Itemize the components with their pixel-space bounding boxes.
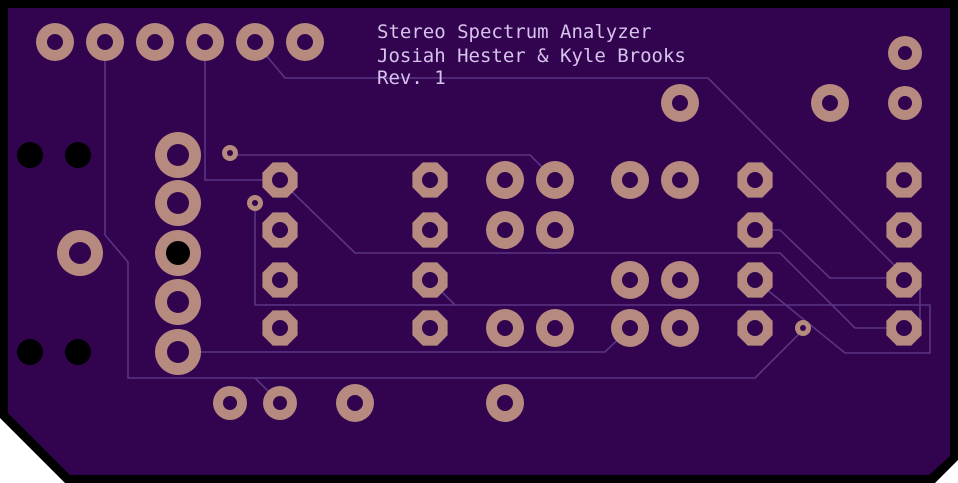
pad-hole: [422, 320, 438, 336]
pad-hole: [422, 222, 438, 238]
pad-hole: [896, 320, 912, 336]
drill-hole: [65, 142, 91, 168]
pad-hole: [97, 34, 113, 50]
pad-hole: [223, 396, 237, 410]
pad-hole: [272, 272, 288, 288]
pad-hole: [297, 34, 313, 50]
pad-hole: [622, 272, 638, 288]
pad-hole: [497, 320, 513, 336]
pad-hole: [167, 341, 189, 363]
pad-hole: [896, 172, 912, 188]
drill-hole: [166, 241, 190, 265]
pad-hole: [147, 34, 163, 50]
trace: [254, 205, 931, 354]
pad-hole: [272, 320, 288, 336]
pad-hole: [547, 172, 563, 188]
pad-hole: [672, 320, 688, 336]
pad-hole: [167, 291, 189, 313]
pad-hole: [622, 320, 638, 336]
silkscreen: Stereo Spectrum Analyzer Josiah Hester &…: [377, 21, 686, 89]
pad-hole: [422, 172, 438, 188]
pad-hole: [497, 222, 513, 238]
pad-hole: [747, 172, 763, 188]
pad-hole: [898, 46, 912, 60]
pad-holes: [47, 34, 912, 411]
pad-hole: [622, 172, 638, 188]
pad-hole: [547, 320, 563, 336]
pad-hole: [896, 222, 912, 238]
drill-hole: [17, 142, 43, 168]
pad-hole: [47, 34, 63, 50]
via: [227, 150, 233, 156]
silkscreen-revision: Rev. 1: [377, 67, 446, 89]
pad-hole: [497, 172, 513, 188]
silkscreen-title: Stereo Spectrum Analyzer: [377, 21, 652, 43]
pad-hole: [167, 144, 189, 166]
pad-hole: [672, 172, 688, 188]
octagon-pads: [262, 162, 922, 346]
pad-hole: [167, 192, 189, 214]
pad-hole: [247, 34, 263, 50]
pad-hole: [747, 320, 763, 336]
trace: [104, 42, 804, 379]
pad-hole: [898, 96, 912, 110]
pad-hole: [197, 34, 213, 50]
trace: [204, 42, 280, 181]
pad-hole: [547, 222, 563, 238]
pad-hole: [497, 395, 513, 411]
pad-hole: [747, 272, 763, 288]
pad-hole: [69, 242, 91, 264]
pad-hole: [272, 222, 288, 238]
pad-hole: [747, 222, 763, 238]
pad-hole: [822, 95, 838, 111]
trace: [279, 179, 904, 329]
drill-hole: [65, 339, 91, 365]
pad-hole: [347, 395, 363, 411]
board-body: [8, 8, 950, 475]
pad-hole: [672, 272, 688, 288]
drill-hole: [17, 339, 43, 365]
pad-hole: [422, 272, 438, 288]
pad-hole: [896, 272, 912, 288]
vias: [222, 145, 811, 336]
via: [252, 200, 258, 206]
trace: [254, 41, 905, 276]
drill-holes: [17, 142, 190, 365]
pad-hole: [672, 95, 688, 111]
pad-hole: [273, 396, 287, 410]
pad-hole: [272, 172, 288, 188]
silkscreen-authors: Josiah Hester & Kyle Brooks: [377, 45, 686, 67]
via: [800, 325, 806, 331]
